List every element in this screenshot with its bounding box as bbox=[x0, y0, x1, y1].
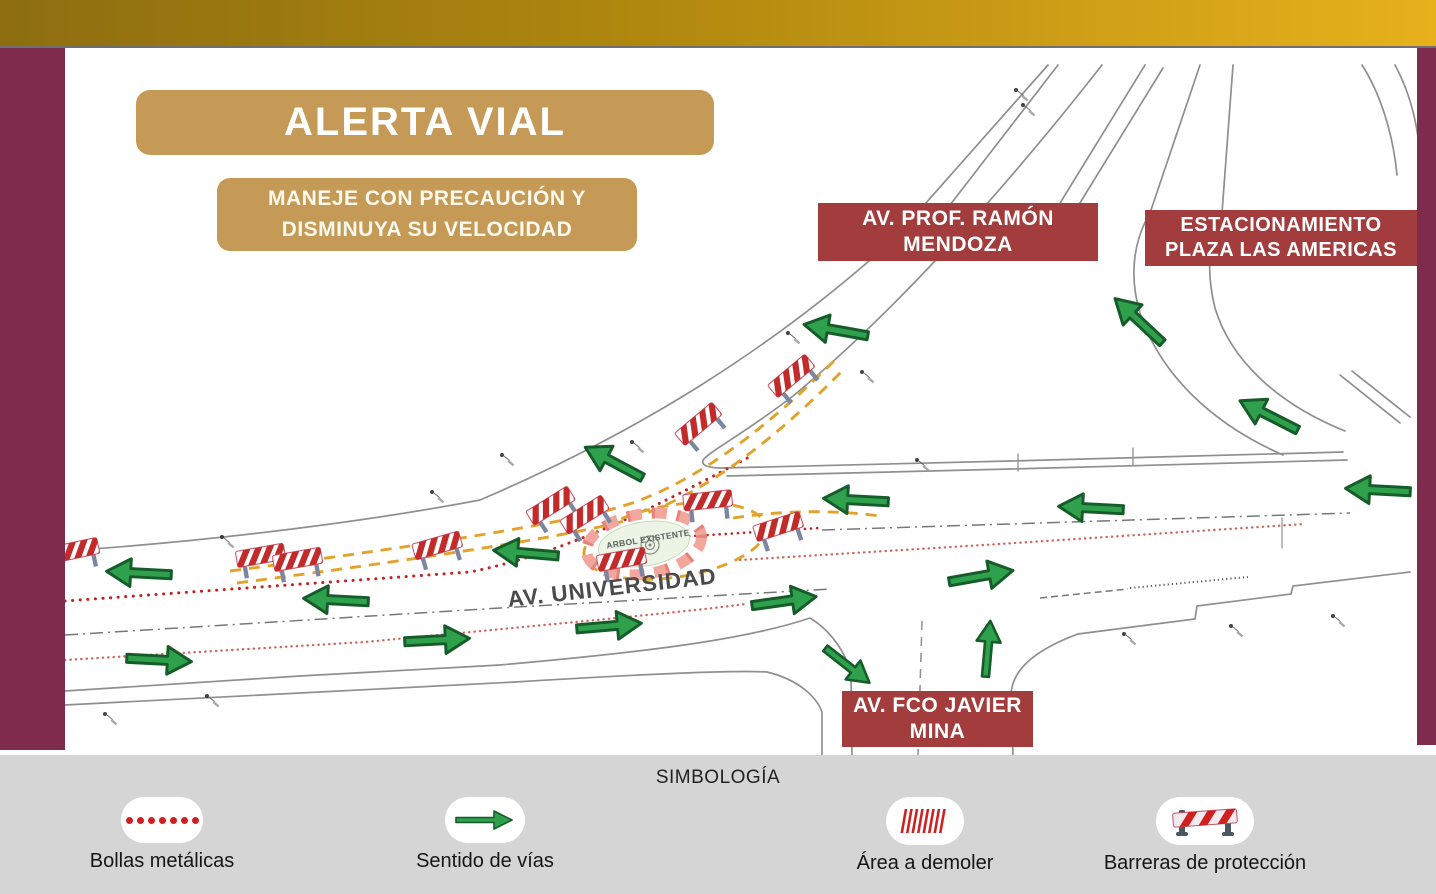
alert-title-banner: ALERTA VIAL bbox=[136, 90, 714, 155]
right-maroon-band bbox=[1417, 48, 1436, 745]
street-label-text: AV. FCO JAVIER MINA bbox=[853, 693, 1022, 743]
utility-pole-icon bbox=[429, 489, 445, 504]
barrier-icon bbox=[673, 391, 741, 455]
direction-arrow-icon bbox=[124, 642, 194, 677]
utility-pole-icon bbox=[914, 457, 930, 472]
legend-panel: SIMBOLOGÍA Bollas metálicas Sentido de v… bbox=[0, 755, 1436, 894]
direction-arrow-icon bbox=[402, 623, 472, 658]
direction-arrow-icon bbox=[748, 581, 820, 621]
utility-pole-icon bbox=[499, 452, 515, 467]
direction-arrow-icon bbox=[800, 309, 872, 351]
utility-pole-icon bbox=[859, 369, 875, 384]
utility-pole-icon bbox=[785, 330, 801, 345]
legend-label: Área a demoler bbox=[856, 852, 994, 874]
utility-pole-icon bbox=[204, 693, 220, 708]
divider-line bbox=[0, 46, 1436, 48]
barrier-icon bbox=[766, 343, 834, 407]
legend-item-bollas: Bollas metálicas bbox=[72, 797, 252, 873]
lane-divider-lines bbox=[65, 512, 1351, 755]
direction-arrow-icon bbox=[1104, 286, 1174, 355]
legend-item-area: Área a demoler bbox=[835, 797, 1015, 875]
utility-pole-icon bbox=[629, 439, 645, 454]
legend-label: Barreras de protección bbox=[1103, 852, 1307, 874]
utility-pole-icon bbox=[1228, 623, 1244, 638]
barrier-icon bbox=[411, 525, 479, 572]
direction-arrow-icon bbox=[577, 433, 651, 492]
direction-arrow-icon bbox=[816, 637, 879, 694]
direction-arrow-icon bbox=[1056, 491, 1126, 526]
road-map: ALERTA VIAL MANEJE CON PRECAUCIÓN Y DISM… bbox=[65, 48, 1417, 755]
street-label-mendoza: AV. PROF. RAMÓN MENDOZA bbox=[818, 203, 1098, 261]
direction-arrow-icon bbox=[945, 555, 1017, 597]
green-arrow-icon bbox=[445, 797, 525, 843]
gold-accent-bar bbox=[0, 0, 1436, 46]
map-canvas bbox=[65, 64, 1417, 755]
direction-arrow-icon bbox=[104, 556, 174, 591]
direction-arrow-icon bbox=[574, 607, 645, 645]
barriers-group bbox=[65, 343, 833, 583]
direction-arrow-icon bbox=[972, 618, 1004, 680]
street-label-mina: AV. FCO JAVIER MINA bbox=[842, 691, 1033, 747]
legend-label: Bollas metálicas bbox=[89, 850, 235, 872]
legend-item-sentido: Sentido de vías bbox=[395, 797, 575, 873]
alert-subtitle-text: MANEJE CON PRECAUCIÓN Y DISMINUYA SU VEL… bbox=[268, 187, 586, 241]
street-label-text: ESTACIONAMIENTO PLAZA LAS AMERICAS bbox=[1165, 214, 1397, 261]
alert-subtitle-banner: MANEJE CON PRECAUCIÓN Y DISMINUYA SU VEL… bbox=[217, 178, 637, 251]
barrier-icon bbox=[1156, 797, 1254, 845]
direction-arrow-icon bbox=[1343, 473, 1413, 508]
red-dots-icon bbox=[121, 797, 203, 843]
street-label-text: AV. PROF. RAMÓN MENDOZA bbox=[862, 206, 1054, 256]
legend-item-barreras: Barreras de protección bbox=[1085, 797, 1325, 875]
barrier-icon bbox=[65, 532, 116, 575]
direction-arrow-icon bbox=[301, 583, 371, 618]
legend-title: SIMBOLOGÍA bbox=[655, 767, 781, 788]
alert-title-text: ALERTA VIAL bbox=[284, 100, 566, 144]
road-lines bbox=[65, 64, 1417, 755]
red-hatch-icon bbox=[886, 797, 964, 845]
street-label-estacionamiento: ESTACIONAMIENTO PLAZA LAS AMERICAS bbox=[1145, 210, 1417, 266]
left-maroon-band bbox=[0, 48, 65, 750]
utility-pole-icon bbox=[1121, 631, 1137, 646]
utility-pole-icon bbox=[102, 711, 118, 726]
utility-pole-icon bbox=[1330, 613, 1346, 628]
legend-label: Sentido de vías bbox=[416, 850, 554, 872]
